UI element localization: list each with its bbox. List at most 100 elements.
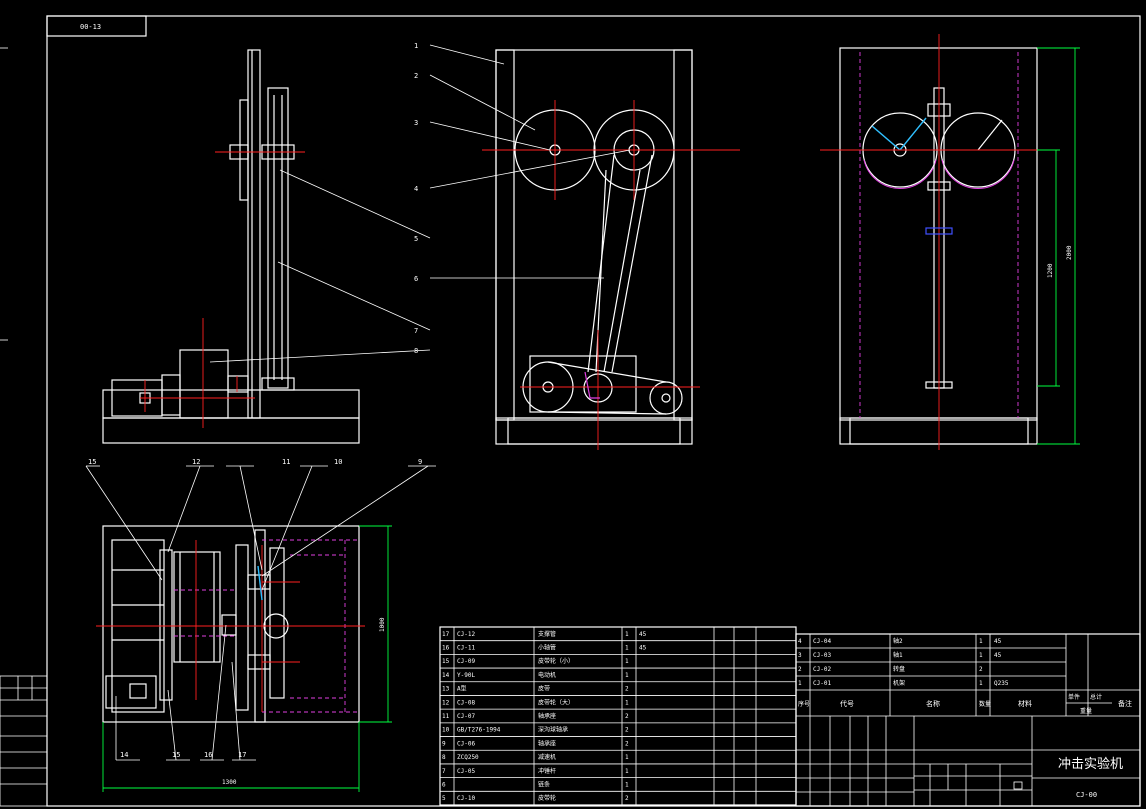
svg-text:11: 11	[282, 458, 290, 466]
bom-name: 机架	[893, 679, 905, 687]
svg-text:10: 10	[334, 458, 342, 466]
bom-name: 小轴管	[538, 644, 556, 652]
bom-mat: 45	[639, 645, 647, 652]
right-view: 2000 1200	[820, 34, 1080, 450]
bom-name: 轴承座	[538, 739, 556, 747]
svg-text:12: 12	[192, 458, 200, 466]
bom-name: 冲锤杆	[538, 767, 556, 775]
svg-text:16: 16	[204, 751, 212, 759]
bom-no: 8	[442, 754, 446, 761]
bom-qty: 2	[625, 795, 629, 802]
svg-text:2: 2	[414, 72, 418, 80]
bom-row: 11 CJ-07 轴承座 2	[440, 708, 796, 720]
bom-name: 深沟球轴承	[538, 726, 568, 734]
code-box	[46, 15, 147, 37]
bom-name: 电动机	[538, 671, 556, 679]
bom-qty: 2	[625, 727, 629, 734]
svg-text:材料: 材料	[1018, 699, 1032, 708]
bom-qty: 1	[625, 768, 629, 775]
bom-no: 10	[442, 727, 450, 734]
dim-right-inner: 1200	[1047, 263, 1054, 278]
bom-mat: 45	[639, 631, 647, 638]
svg-text:单件: 单件	[1068, 693, 1080, 701]
bom-code: CJ-03	[813, 652, 831, 659]
svg-text:7: 7	[414, 327, 418, 335]
dim-plan-depth: 1000	[379, 617, 386, 632]
bom-code: Y-90L	[457, 672, 475, 679]
bom-code: CJ-09	[457, 658, 475, 665]
bom-no: 11	[442, 713, 450, 720]
bom-qty: 1	[625, 754, 629, 761]
code-box-text: 00-13	[80, 23, 101, 31]
svg-text:8: 8	[414, 347, 418, 355]
front-view	[429, 44, 740, 450]
bom-no: 4	[798, 638, 802, 645]
bom-name: 皮带轮（小）	[538, 657, 574, 665]
bom-no: 6	[442, 781, 446, 788]
bom-name: 轴承座	[538, 712, 556, 720]
bom-no: 1	[798, 680, 802, 687]
bom-code: CJ-11	[457, 645, 475, 652]
bom-qty: 1	[625, 781, 629, 788]
bom-no: 2	[798, 666, 802, 673]
bom-code: CJ-10	[457, 795, 475, 802]
drawing-border	[46, 15, 1141, 807]
revision-strip	[0, 47, 48, 807]
bom-code: CJ-05	[457, 768, 475, 775]
bom-row: 10 GB/T276-1994 深沟球轴承 2	[440, 722, 796, 734]
bom-no: 17	[442, 631, 450, 638]
bom-no: 3	[798, 652, 802, 659]
drawing-title: 冲击实验机	[1058, 756, 1123, 772]
bom-mat: 45	[994, 638, 1002, 645]
bom-name: 转盘	[893, 665, 905, 673]
part-labels-bottom: 15 12 11 10 9 14 15 16 17	[88, 458, 422, 759]
bom-no: 16	[442, 645, 450, 652]
svg-text:5: 5	[414, 235, 418, 243]
bom-qty: 2	[625, 686, 629, 693]
bom-name: 皮带	[538, 685, 550, 693]
svg-text:6: 6	[414, 275, 418, 283]
dim-right-outer: 2000	[1066, 245, 1073, 260]
bom-qty: 2	[625, 713, 629, 720]
svg-text:14: 14	[120, 751, 128, 759]
bom-qty: 1	[625, 631, 629, 638]
bom-row: 7 CJ-05 冲锤杆 1	[440, 763, 796, 775]
bom-mat: 45	[994, 652, 1002, 659]
bom-code: CJ-02	[813, 666, 831, 673]
bom-code: CJ-07	[457, 713, 475, 720]
svg-text:15: 15	[172, 751, 180, 759]
svg-text:总计: 总计	[1090, 693, 1102, 701]
svg-text:15: 15	[88, 458, 96, 466]
bom-qty: 1	[979, 680, 983, 687]
bom-no: 9	[442, 740, 446, 747]
bom-code: CJ-08	[457, 699, 475, 706]
bom-code: GB/T276-1994	[457, 727, 501, 734]
bom-no: 7	[442, 768, 446, 775]
bom-qty: 1	[625, 658, 629, 665]
bom-code: CJ-01	[813, 680, 831, 687]
bom-code: ZCQ250	[457, 754, 479, 761]
part-labels-top: 1 2 3 4 5 6 7 8	[414, 42, 418, 355]
bom-name: 支撑管	[538, 630, 556, 638]
bom-no: 12	[442, 699, 450, 706]
dim-plan-width: 1300	[222, 779, 237, 786]
bom-mat: Q235	[994, 680, 1009, 687]
bom-qty: 2	[979, 666, 983, 673]
bom-code: A型	[457, 685, 467, 693]
svg-text:4: 4	[414, 185, 418, 193]
bom-qty: 1	[979, 652, 983, 659]
plan-view: 1300 1000	[85, 465, 436, 792]
bom-no: 14	[442, 672, 450, 679]
